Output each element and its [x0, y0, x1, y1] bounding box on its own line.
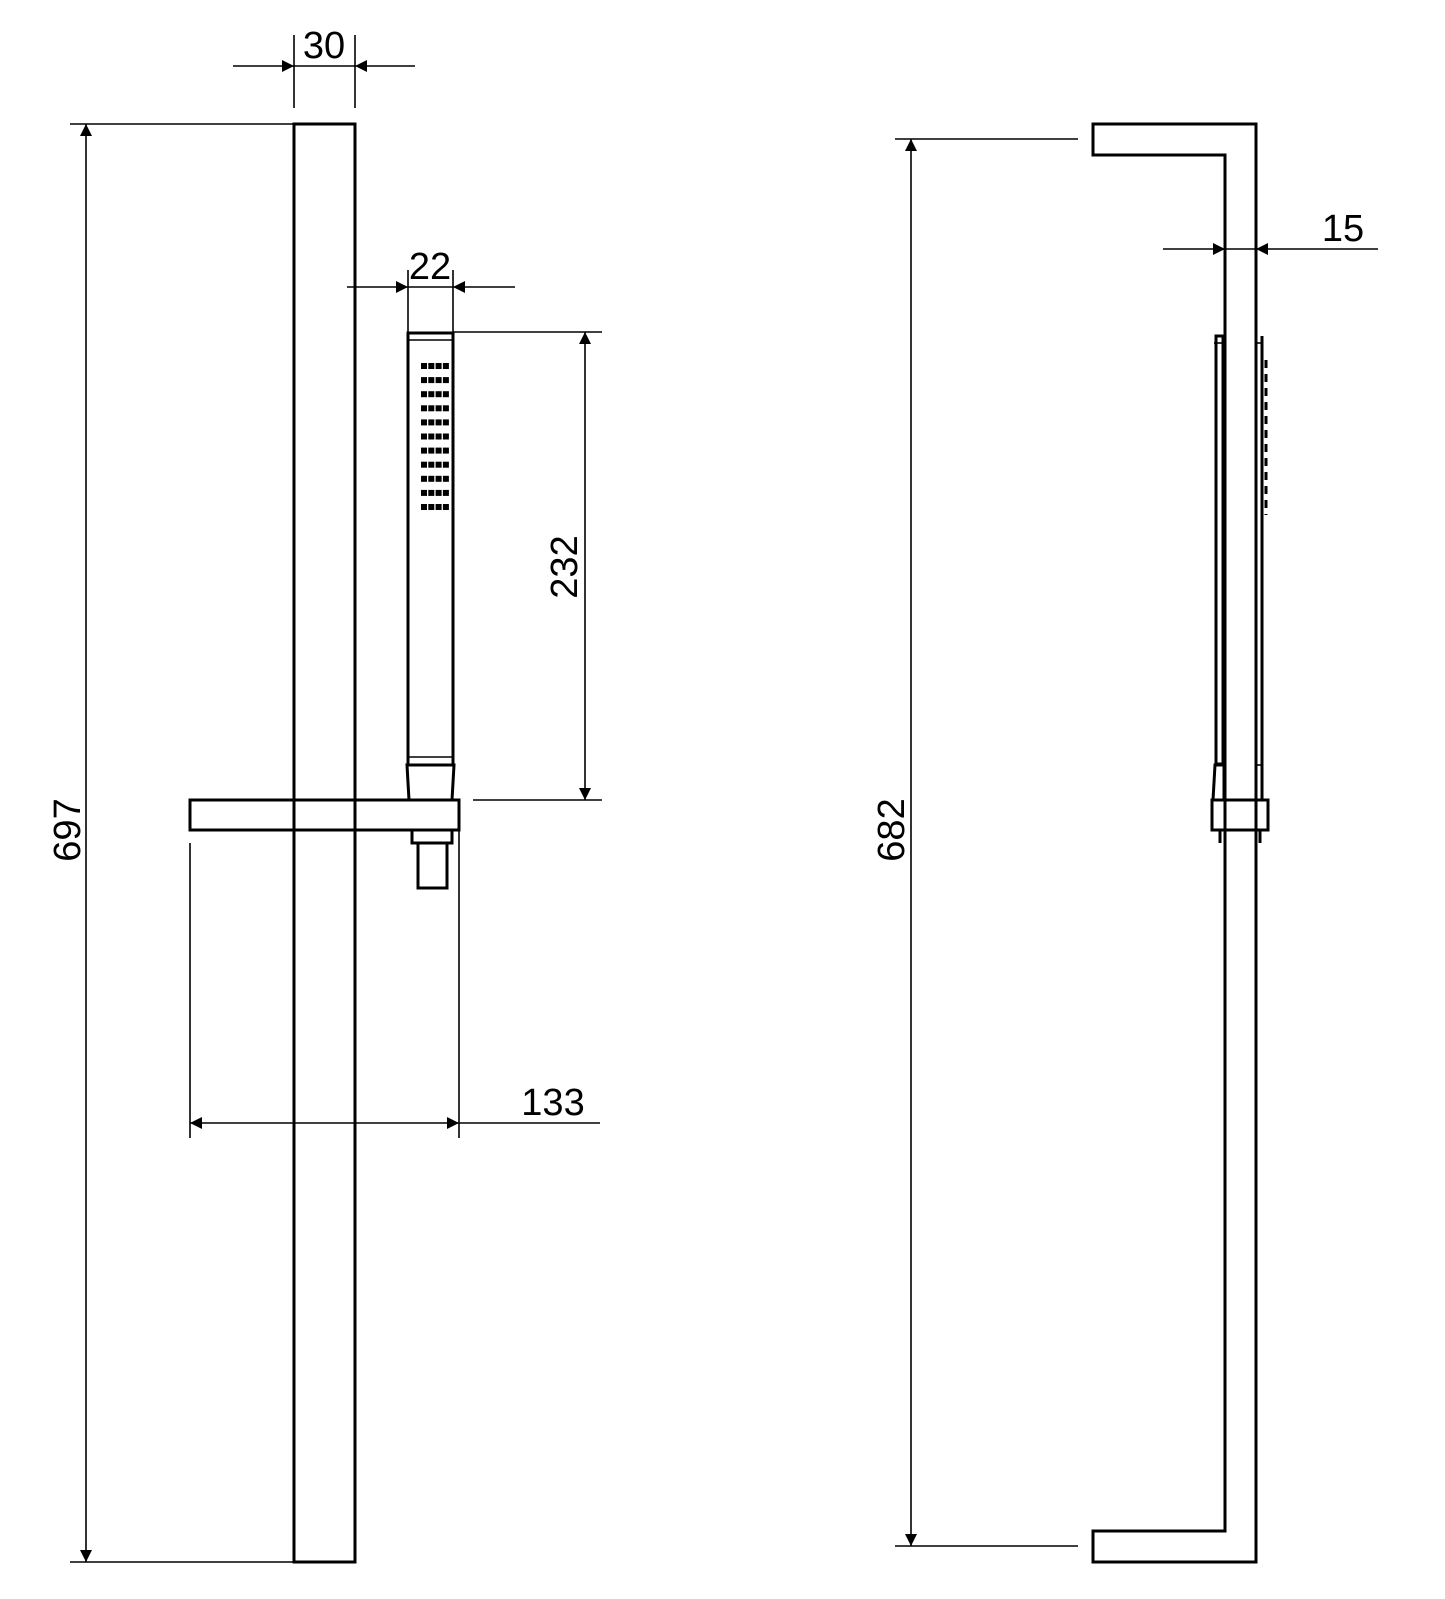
dimension-label: 22	[409, 246, 451, 288]
nozzle	[421, 405, 427, 412]
dimension-bar-width: 30	[233, 25, 415, 108]
spray-nozzles	[421, 363, 449, 510]
side-view: 682 15	[871, 122, 1378, 1564]
nozzle	[442, 391, 449, 398]
nozzle	[442, 419, 449, 426]
hose-connector	[410, 828, 454, 845]
nozzle	[421, 504, 427, 510]
nozzle	[435, 475, 442, 482]
nozzle	[442, 504, 449, 510]
hose-connector-stem	[416, 841, 449, 890]
nozzle	[428, 363, 435, 369]
slide-bar-profile	[1091, 122, 1258, 1564]
nozzle	[421, 447, 427, 454]
nozzle	[442, 489, 449, 496]
nozzle	[421, 377, 427, 384]
nozzle	[442, 475, 449, 482]
dimension-bar-depth: 15	[1163, 208, 1378, 255]
nozzle	[442, 377, 449, 384]
nozzle	[421, 461, 427, 468]
nozzle	[428, 405, 435, 412]
slide-bar	[292, 122, 357, 1564]
nozzle	[435, 405, 442, 412]
front-view: 30 697 22 232	[47, 25, 602, 1564]
nozzle	[421, 433, 427, 440]
dimension-label: 133	[521, 1082, 584, 1124]
nozzle	[442, 461, 449, 468]
nozzle	[442, 447, 449, 454]
nozzle	[428, 391, 435, 398]
nozzle	[428, 447, 435, 454]
nozzle	[435, 391, 442, 398]
nozzle	[435, 447, 442, 454]
nozzle	[435, 461, 442, 468]
nozzle	[428, 504, 435, 510]
hand-shower-side	[1211, 334, 1268, 802]
hand-shower	[405, 331, 456, 802]
nozzle	[435, 489, 442, 496]
dimension-label: 15	[1322, 208, 1364, 250]
dimension-hand-shower-length: 232	[453, 331, 602, 801]
nozzle	[421, 391, 427, 398]
dimension-label: 697	[47, 798, 89, 861]
slider-bracket	[188, 798, 461, 832]
nozzle	[421, 475, 427, 482]
dimension-bar-length-side: 682	[871, 138, 1078, 1547]
nozzle	[428, 433, 435, 440]
nozzle	[435, 419, 442, 426]
nozzle	[435, 504, 442, 510]
dimension-label: 232	[544, 535, 586, 598]
nozzle	[442, 405, 449, 412]
nozzle	[428, 461, 435, 468]
nozzle	[442, 433, 449, 440]
nozzle	[442, 363, 449, 369]
slider-block-side	[1210, 798, 1270, 832]
dimension-bracket-projection: 133	[189, 830, 600, 1138]
dimension-label: 682	[871, 798, 913, 861]
nozzle	[435, 377, 442, 384]
nozzle	[428, 377, 435, 384]
dimension-hand-shower-width: 22	[347, 246, 515, 332]
dimension-bar-length-front: 697	[47, 123, 294, 1563]
nozzle	[421, 363, 427, 369]
nozzle	[421, 419, 427, 426]
nozzle	[435, 433, 442, 440]
nozzle	[428, 419, 435, 426]
nozzle	[428, 475, 435, 482]
dimension-label: 30	[303, 25, 345, 67]
nozzle	[428, 489, 435, 496]
nozzle	[435, 363, 442, 369]
nozzle	[421, 489, 427, 496]
